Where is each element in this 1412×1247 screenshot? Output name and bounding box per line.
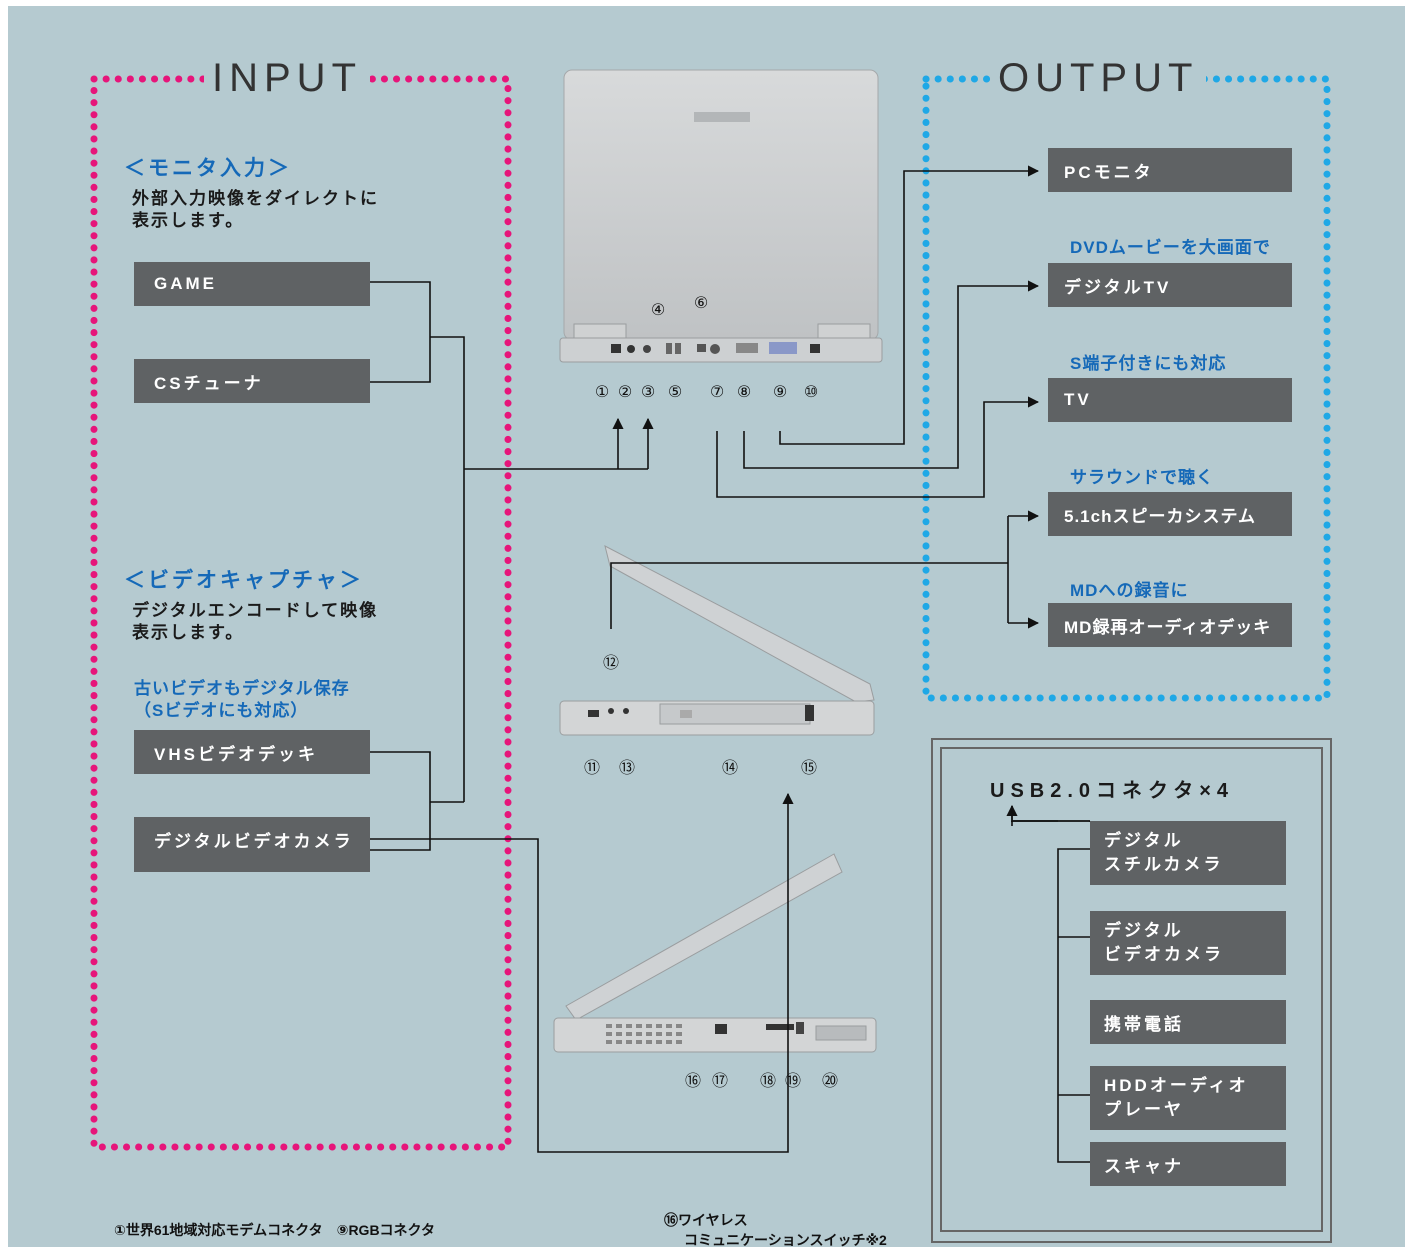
- monitor-input-desc: 外部入力映像をダイレクトに 表示します。: [132, 189, 379, 230]
- port-num-6: ⑥: [693, 295, 709, 312]
- port-num-3: ③: [640, 384, 656, 401]
- footnote-col2-line2: コミュニケーションスイッチ※2: [684, 1232, 887, 1247]
- footnote-col2-line1: ⑯ワイヤレス: [664, 1212, 748, 1228]
- device-vhs-deck: VHSビデオデッキ: [134, 730, 370, 774]
- device-tv: TV: [1048, 378, 1292, 422]
- usb-device-video-camera: デジタル ビデオカメラ: [1090, 911, 1286, 975]
- laptop-back-view: [559, 69, 883, 363]
- port-num-16: ⑯: [684, 1073, 701, 1090]
- caption-digital-tv: DVDムービーを大画面で: [1070, 238, 1271, 257]
- usb-title: USB2.0コネクタ×4: [990, 780, 1235, 802]
- usb-device-hdd-audio: HDDオーディオ プレーヤ: [1090, 1066, 1286, 1130]
- port-num-7: ⑦: [709, 384, 725, 401]
- connection-lines: [90, 69, 1332, 1243]
- usb-frame-outer: [931, 738, 1332, 1243]
- laptop-left-view: [553, 853, 877, 1053]
- port-num-13: ⑬: [618, 760, 635, 777]
- port-num-10: ⑩: [803, 384, 819, 401]
- input-title: INPUT: [204, 56, 370, 101]
- laptop-right-view: [559, 545, 875, 736]
- usb-device-still-camera: デジタル スチルカメラ: [1090, 821, 1286, 885]
- usb-device-mobile-phone: 携帯電話: [1090, 1000, 1286, 1044]
- capture-note: 古いビデオもデジタル保存 （Sビデオにも対応）: [134, 679, 350, 720]
- port-num-18: ⑱: [759, 1073, 776, 1090]
- caption-tv: S端子付きにも対応: [1070, 354, 1227, 373]
- diagram-canvas: INPUT OUTPUT ＜モニタ入力＞ 外部入力映像をダイレクトに 表示します…: [8, 6, 1405, 1247]
- port-num-17: ⑰: [711, 1073, 728, 1090]
- device-digital-tv: デジタルTV: [1048, 263, 1292, 307]
- port-num-15: ⑮: [800, 760, 817, 777]
- usb-device-scanner: スキャナ: [1090, 1142, 1286, 1186]
- device-digital-video-camera-input: デジタルビデオカメラ: [134, 817, 370, 861]
- port-num-11: ⑪: [583, 760, 600, 777]
- usb-frame-inner: [940, 747, 1323, 1232]
- output-title: OUTPUT: [990, 56, 1207, 101]
- device-md-deck: MD録再オーディオデッキ: [1048, 603, 1292, 647]
- video-capture-desc: デジタルエンコードして映像 表示します。: [132, 601, 379, 642]
- caption-speaker: サラウンドで聴く: [1070, 468, 1214, 487]
- port-num-14: ⑭: [721, 760, 738, 777]
- footnote-col1: ①世界61地域対応モデムコネクタ ⑨RGBコネクタ: [114, 1222, 435, 1238]
- port-num-12: ⑫: [602, 655, 619, 672]
- port-num-20: ⑳: [821, 1073, 838, 1090]
- port-num-1: ①: [594, 384, 610, 401]
- port-num-8: ⑧: [736, 384, 752, 401]
- port-num-19: ⑲: [784, 1073, 801, 1090]
- device-51ch-speaker: 5.1chスピーカシステム: [1048, 492, 1292, 536]
- port-num-4: ④: [650, 302, 666, 319]
- device-pc-monitor: PCモニタ: [1048, 148, 1292, 192]
- port-num-9: ⑨: [772, 384, 788, 401]
- video-capture-heading: ＜ビデオキャプチャ＞: [124, 569, 364, 592]
- device-game: GAME: [134, 262, 370, 306]
- output-frame: [922, 75, 1331, 702]
- port-num-5: ⑤: [667, 384, 683, 401]
- port-num-2: ②: [617, 384, 633, 401]
- device-cs-tuner: CSチューナ: [134, 359, 370, 403]
- caption-md-deck: MDへの録音に: [1070, 581, 1189, 600]
- monitor-input-heading: ＜モニタ入力＞: [124, 157, 292, 180]
